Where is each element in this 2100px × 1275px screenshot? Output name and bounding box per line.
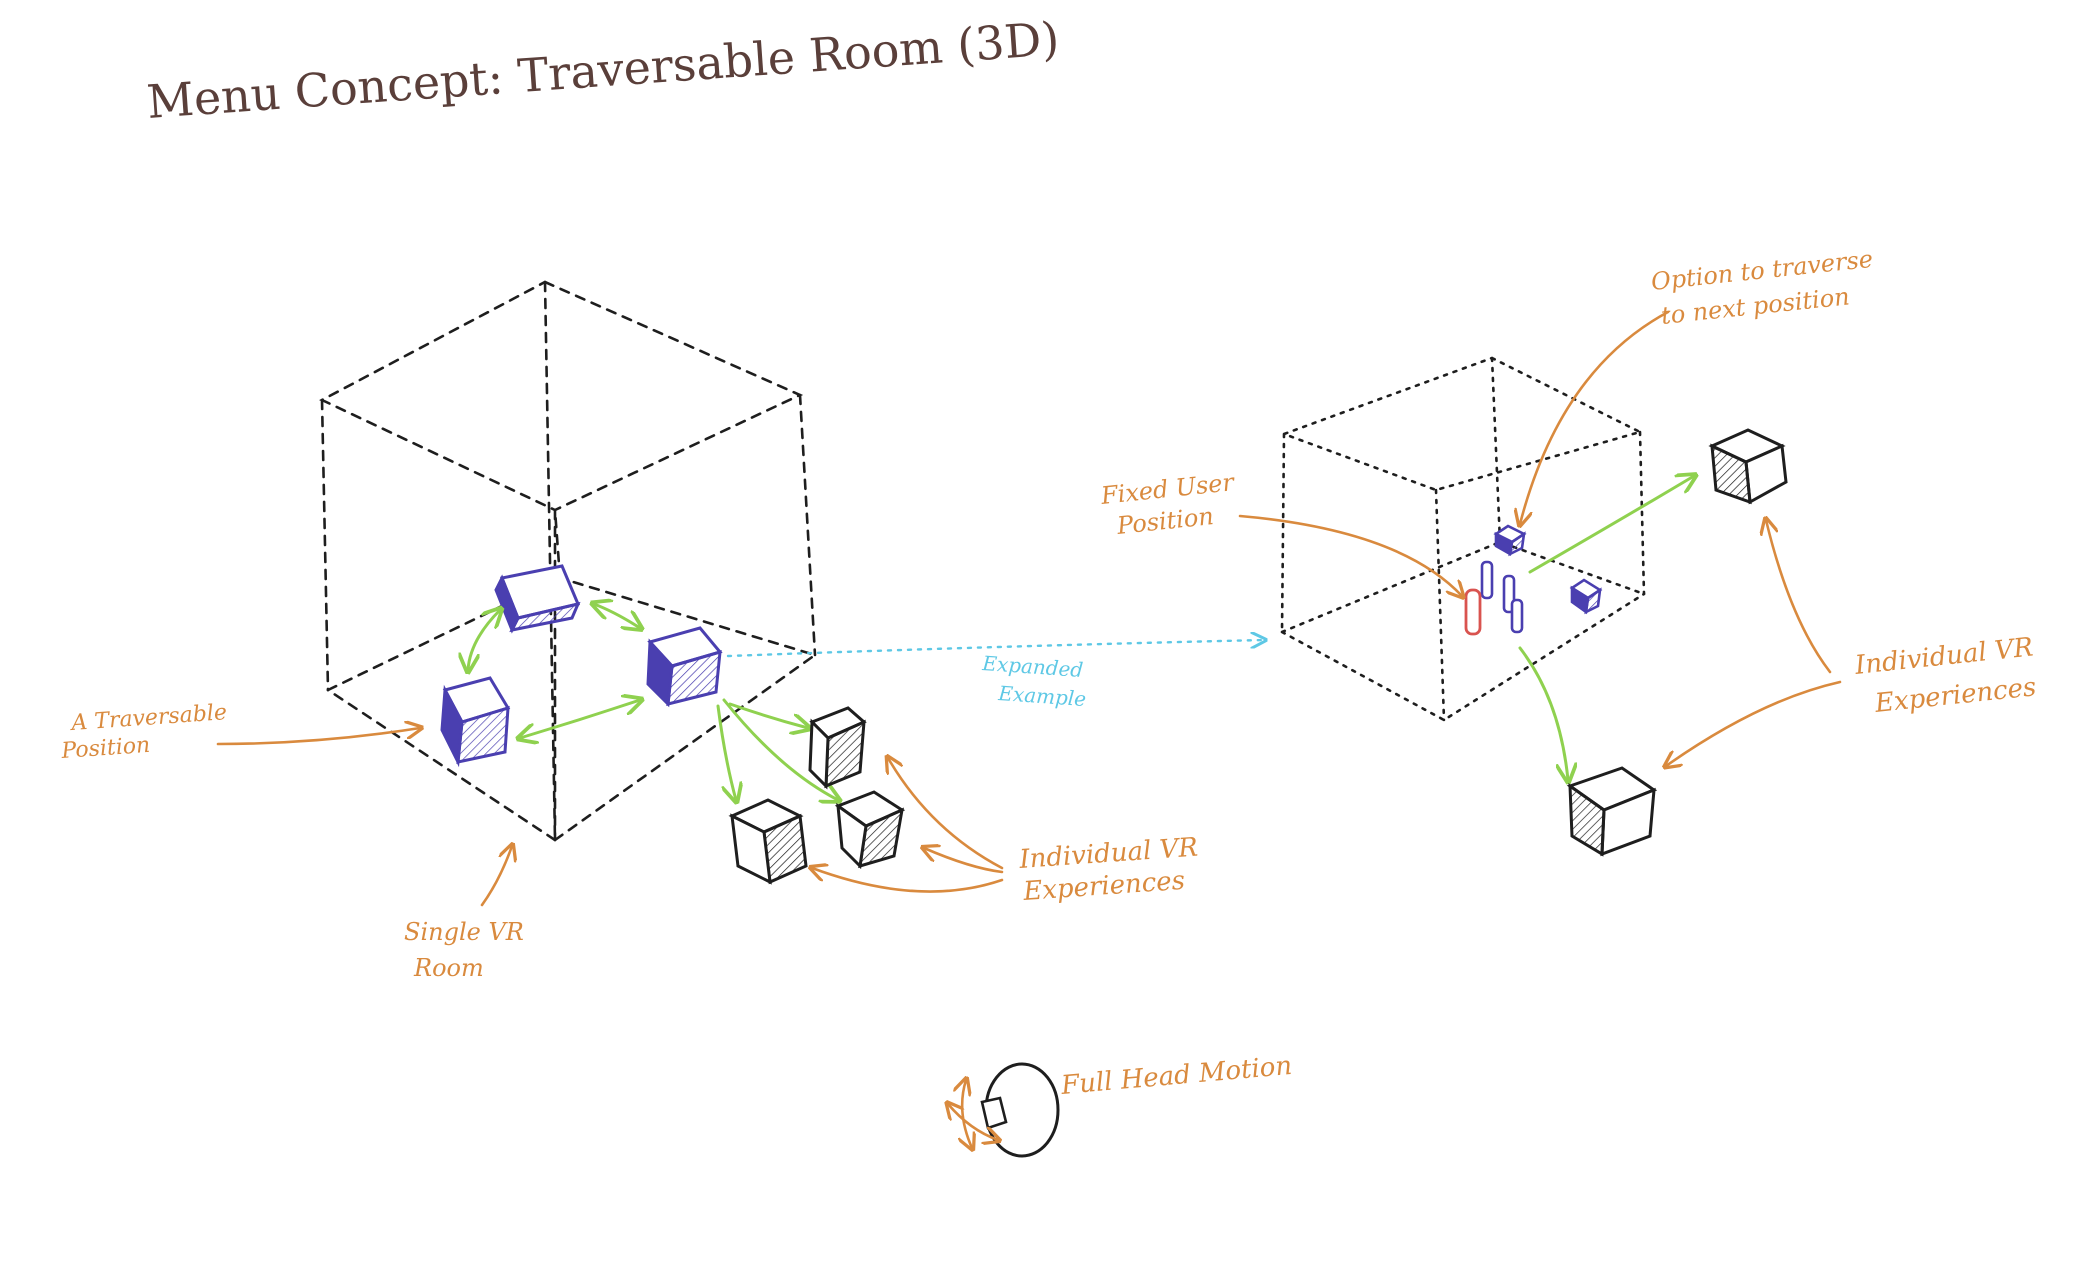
traversable-position-box-1 [494,564,581,634]
annotation-fixed-user: Fixed User Position [1099,468,1462,596]
annotation-single-vr-room: Single VR Room [404,846,524,982]
head-motion-label: Full Head Motion [1059,1051,1293,1101]
vr-experience-box-3 [728,798,808,885]
expanded-room [1280,356,1646,722]
vr-experience-box-2 [834,790,906,870]
vr-experience-box-1 [808,706,867,790]
next-position-marker [1493,524,1527,557]
vr-experience-box-5 [1566,766,1658,857]
annotation-option-traverse: Option to traverse to next position [1520,245,1874,524]
svg-text:Position: Position [60,733,151,764]
vr-experience-box-4 [1708,428,1788,505]
svg-text:Experiences: Experiences [1873,672,2038,719]
traversal-arrows-left [468,604,838,800]
svg-text:Fixed User: Fixed User [1099,468,1237,510]
page-title: Menu Concept: Traversable Room (3D) [145,11,1061,129]
svg-text:Room: Room [413,954,484,982]
head-motion-icon [948,1062,1060,1158]
expanded-example-link: Expanded Example [726,640,1264,711]
traversable-position-box-3 [646,626,723,708]
annotation-traversable-position: A Traversable Position [60,700,420,764]
traversal-arrows-right [1518,476,1694,780]
annotation-individual-vr-right: Individual VR Experiences [1666,520,2038,766]
svg-text:Example: Example [997,681,1087,711]
position-marker-right [1569,578,1603,615]
svg-text:Individual VR: Individual VR [1853,632,2035,681]
svg-text:Single VR: Single VR [404,918,524,946]
svg-text:Position: Position [1115,502,1215,540]
position-pillars [1480,560,1524,634]
svg-text:A Traversable: A Traversable [69,700,228,736]
single-vr-room [319,280,817,842]
traversable-position-box-2 [440,676,511,768]
fixed-user-marker [1464,588,1482,636]
svg-text:Expanded: Expanded [981,651,1084,682]
